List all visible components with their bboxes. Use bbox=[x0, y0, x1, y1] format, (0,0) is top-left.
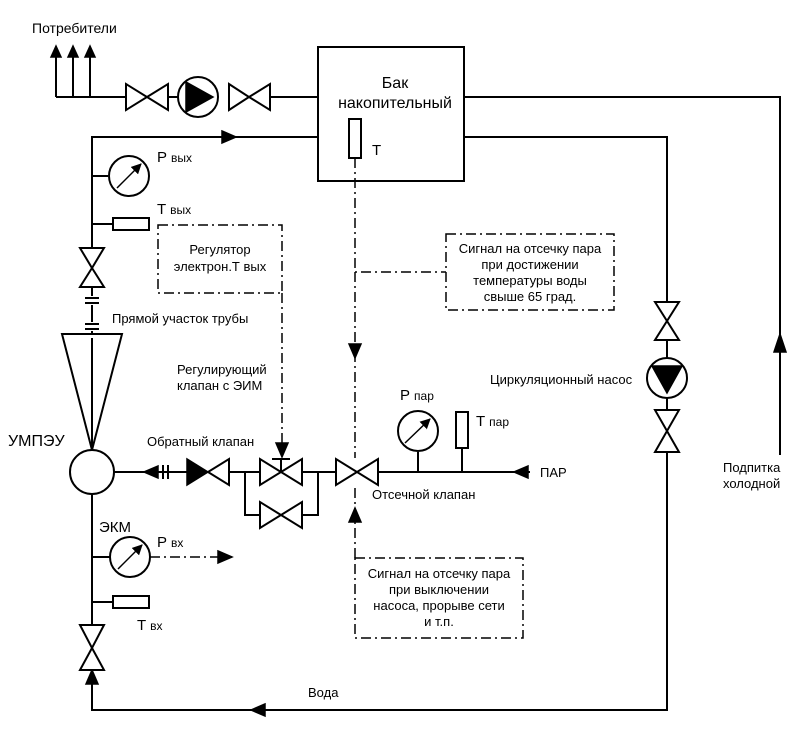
tank-t-label: Т bbox=[372, 142, 381, 159]
steam-label: ПАР bbox=[540, 465, 567, 480]
reg-valve-label-line2: клапан с ЭИМ bbox=[177, 378, 262, 393]
outlet-thermometer bbox=[92, 217, 150, 231]
consumer-pump bbox=[177, 76, 219, 118]
consumers-label: Потребители bbox=[32, 20, 117, 36]
circ-pump-label: Циркуляционный насос bbox=[490, 372, 633, 387]
regulator-box bbox=[157, 224, 283, 294]
signal2-line4: и т.п. bbox=[424, 614, 454, 629]
inlet-line bbox=[84, 494, 100, 685]
steam-thermometer bbox=[455, 411, 469, 472]
makeup-label-line2: холодной bbox=[723, 476, 780, 491]
inlet-pressure-gauge bbox=[92, 536, 151, 578]
signal1-line2: при достижении bbox=[481, 257, 578, 272]
regulator-label-line2: электрон.Т вых bbox=[174, 259, 267, 274]
consumer-valve-right bbox=[228, 82, 271, 112]
water-label: Вода bbox=[308, 685, 339, 700]
signal2-line2: при выключении bbox=[389, 582, 489, 597]
circulation-pump bbox=[646, 357, 688, 399]
circulation-return-line bbox=[91, 136, 668, 718]
tank-thermometer bbox=[348, 118, 362, 159]
signal-box-bottom bbox=[354, 557, 524, 639]
check-valve bbox=[186, 457, 230, 487]
tank-title-line1: Бак bbox=[382, 75, 409, 92]
storage-tank bbox=[317, 46, 465, 182]
tank-title-line2: накопительный bbox=[338, 95, 452, 112]
steam-main-line bbox=[114, 464, 530, 516]
signal2-line1: Сигнал на отсечку пара bbox=[368, 566, 511, 581]
umpeu-label: УМПЭУ bbox=[8, 433, 65, 450]
circulation-lower-valve bbox=[653, 409, 681, 453]
outlet-valve bbox=[78, 247, 106, 288]
signal2-line3: насоса, прорыве сети bbox=[373, 598, 504, 613]
cutoff-valve bbox=[335, 457, 379, 487]
bypass-valve bbox=[259, 500, 303, 530]
inlet-thermometer bbox=[92, 595, 150, 609]
regulating-valve bbox=[259, 457, 303, 487]
cutoff-valve-label: Отсечной клапан bbox=[372, 487, 475, 502]
signal1-line1: Сигнал на отсечку пара bbox=[459, 241, 602, 256]
signal1-line3: температуры воды bbox=[473, 273, 587, 288]
straight-pipe-label: Прямой участок трубы bbox=[112, 311, 248, 326]
signal1-line4: свыше 65 град. bbox=[484, 289, 577, 304]
outlet-line bbox=[85, 129, 318, 334]
reg-valve-label-line1: Регулирующий bbox=[177, 362, 267, 377]
check-valve-label: Обратный клапан bbox=[147, 434, 254, 449]
outlet-pressure-gauge bbox=[92, 155, 150, 197]
inlet-valve bbox=[78, 624, 106, 671]
ekm-label: ЭКМ bbox=[99, 519, 131, 536]
consumer-valve-left bbox=[125, 82, 169, 112]
cold-makeup-line bbox=[464, 96, 788, 455]
circulation-upper-valve bbox=[653, 301, 681, 341]
regulator-label-line1: Регулятор bbox=[189, 242, 250, 257]
makeup-label-line1: Подпитка bbox=[723, 460, 781, 475]
steam-pressure-gauge bbox=[397, 410, 439, 472]
umpeu-device bbox=[60, 333, 124, 495]
